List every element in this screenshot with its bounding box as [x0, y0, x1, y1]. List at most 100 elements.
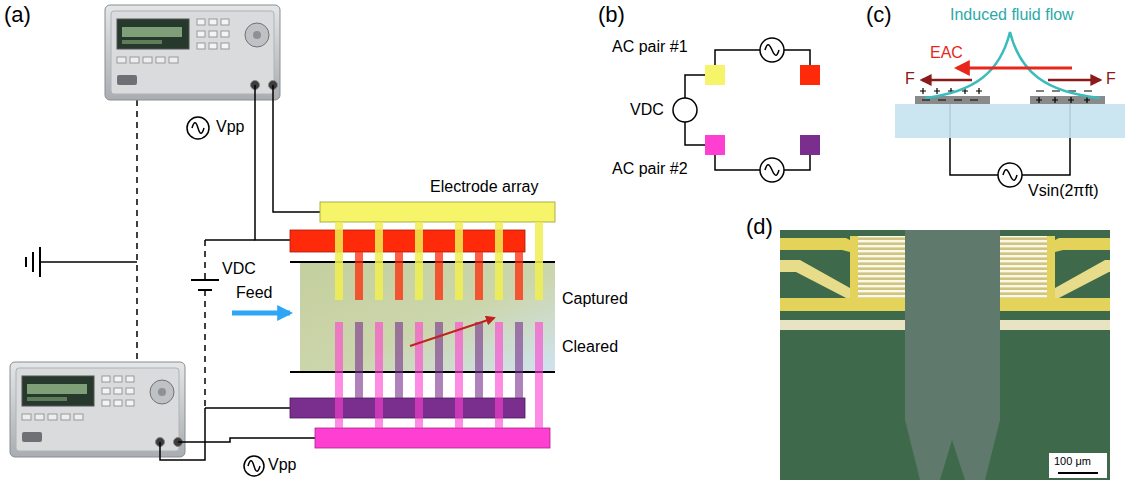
ac-source-symbol: [244, 456, 264, 476]
circuit-wire: [784, 155, 810, 170]
electrode-finger: [415, 222, 423, 300]
wire: [160, 408, 205, 460]
panel-label: (a): [4, 2, 31, 27]
ground-wire: [39, 247, 41, 277]
ac-source-symbol: [248, 461, 260, 472]
micrograph: [780, 230, 1110, 480]
micrograph: [905, 230, 1000, 480]
wire: [205, 407, 290, 409]
electrode-finger: [395, 322, 403, 398]
electrode-finger: [335, 222, 543, 428]
electrode-finger: [495, 222, 503, 300]
field-label: EAC: [930, 44, 963, 62]
flow-label: Induced fluid flow: [950, 6, 1074, 24]
micrograph: [780, 230, 1110, 480]
force-label: F: [1106, 70, 1116, 88]
circuit-wire: [715, 155, 760, 170]
field-arrow: [957, 67, 1072, 70]
force-arrow: [922, 79, 972, 82]
electrode-finger: [475, 252, 483, 300]
electrode-bus: [320, 202, 555, 222]
part-label: Electrode array: [430, 178, 539, 196]
circuit-wire: [685, 75, 705, 98]
panel-label: (c): [866, 2, 892, 27]
electrode: [915, 96, 1105, 104]
fluid-flow-curve: [925, 32, 1100, 98]
dc-source: [191, 279, 219, 281]
dc-source: [204, 240, 206, 280]
electrode-finger: [515, 322, 523, 398]
source-symbol: [765, 165, 779, 176]
source-symbol: [760, 158, 784, 182]
substrate: [895, 104, 1125, 138]
feed-arrow: [232, 311, 290, 316]
panel-label: (b): [598, 2, 625, 27]
circuit-wire: [685, 122, 705, 145]
panel-label: (d): [746, 214, 773, 239]
voltage-label: Vpp: [216, 118, 244, 136]
scale-bar: [1058, 472, 1098, 474]
wire: [255, 85, 290, 240]
electrode-finger: [495, 322, 503, 428]
source-symbol: [1003, 170, 1017, 181]
voltage-label: VDC: [222, 260, 256, 278]
voltage-label: Vpp: [268, 456, 296, 474]
electrode-finger: [375, 322, 383, 428]
electrode-square: [705, 135, 725, 155]
circuit-wire: [715, 50, 760, 65]
source-symbol: [673, 98, 697, 122]
circuit-wire: [685, 50, 810, 170]
source-symbol: [673, 38, 784, 182]
voltage-label: Vsin(2πft): [1028, 182, 1099, 200]
scale-label: 100 μm: [1054, 455, 1091, 468]
wire: [205, 239, 255, 241]
circuit-wire: [784, 50, 810, 65]
micrograph: [780, 236, 905, 330]
outlet-label: Cleared: [562, 338, 618, 356]
circuit-label: AC pair #1: [612, 38, 688, 56]
scale-bar: [1049, 453, 1107, 478]
outlet-label: Captured: [562, 290, 628, 308]
charge-symbol: [922, 99, 978, 100]
electrode-finger: [455, 322, 463, 428]
electrode-finger: [355, 252, 363, 300]
ground-wire: [40, 261, 137, 263]
electrode-square: [705, 65, 725, 85]
electrode-finger: [515, 252, 523, 300]
ground-wire: [26, 100, 137, 362]
force-arrow: [1048, 79, 1100, 82]
electrode-finger: [535, 322, 543, 428]
source-symbol: [998, 163, 1022, 187]
ground-wire: [32, 252, 34, 272]
ground-wire: [136, 100, 138, 362]
voltage-label: VDC: [630, 101, 664, 119]
electrode-bus: [315, 428, 550, 448]
electrode-finger: [335, 222, 343, 300]
source-symbol: [760, 38, 784, 62]
function-generator: [10, 362, 185, 457]
electrode-square: [800, 135, 820, 155]
dc-source: [198, 289, 212, 291]
flow-arrow: [410, 318, 494, 346]
electrode-square: [800, 65, 820, 85]
ac-source-symbol: [192, 123, 204, 134]
micrograph: [1000, 236, 1110, 330]
wire: [273, 85, 320, 212]
electrode-finger: [335, 322, 343, 428]
force-label: F: [905, 70, 915, 88]
electrode-square: [705, 65, 820, 155]
electrode-finger: [435, 322, 443, 398]
scale-bar: [1049, 453, 1107, 478]
dc-source: [204, 290, 206, 408]
ground-wire: [25, 257, 27, 267]
electrode-bus: [290, 230, 525, 252]
circuit-label: AC pair #2: [612, 160, 688, 178]
electrode-finger: [475, 322, 483, 398]
electrode-finger: [395, 252, 403, 300]
ac-source-symbol: [187, 117, 209, 139]
electrode-bus: [290, 398, 525, 418]
electrode-finger: [415, 322, 423, 428]
